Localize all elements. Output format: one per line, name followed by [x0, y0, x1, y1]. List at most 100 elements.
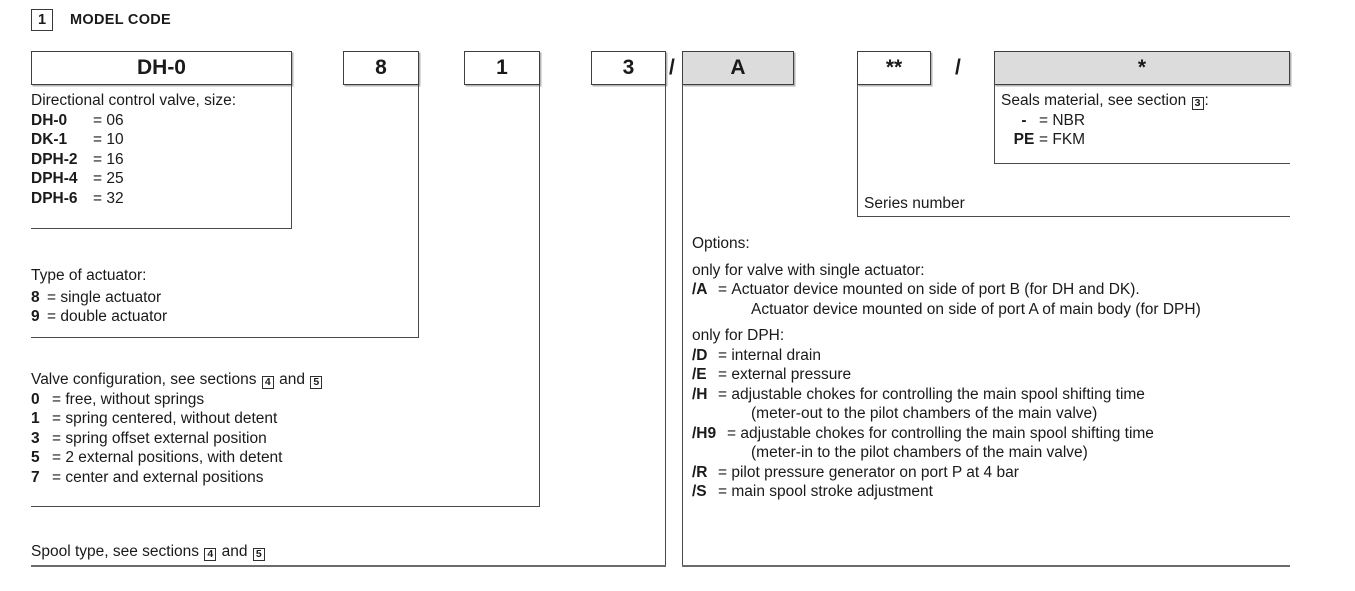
- code-box-spool-type[interactable]: 3: [591, 51, 666, 85]
- code-box-valve-configuration[interactable]: 1: [464, 51, 540, 85]
- valve-size-value: 32: [106, 189, 124, 207]
- options-value: main spool stroke adjustment: [731, 483, 933, 500]
- code-box-series-number[interactable]: **: [857, 51, 931, 85]
- underline-valve-size: [31, 228, 292, 230]
- connector-line-options: [682, 85, 684, 565]
- equals-sign: =: [1039, 131, 1053, 148]
- code-box-options[interactable]: A: [682, 51, 794, 85]
- equals-sign: =: [52, 468, 66, 486]
- seals-material-key: -: [1021, 111, 1027, 129]
- actuator-type-key: 9: [31, 308, 40, 325]
- valve-size-heading: Directional control valve, size:: [31, 92, 237, 109]
- valve-size-row: DPH-4 = 25: [31, 169, 236, 189]
- connector-line-model-prefix: [291, 85, 293, 228]
- actuator-type-row: 9 = double actuator: [31, 307, 167, 327]
- section-ref-4-icon: 4: [204, 547, 217, 561]
- section-ref-3-icon: 3: [1191, 96, 1204, 110]
- section-ref-4-icon: 4: [261, 375, 274, 389]
- valve-size-row: DPH-6 = 32: [31, 189, 236, 209]
- actuator-type-heading: Type of actuator:: [31, 267, 147, 284]
- seals-material-block: Seals material, see section 3: - = NBR P…: [1001, 91, 1209, 150]
- underline-options: [682, 565, 1290, 567]
- valve-size-key: DPH-6: [31, 189, 78, 207]
- valve-configuration-row: 0 = free, without springs: [31, 390, 323, 410]
- underline-spool-type: [31, 565, 666, 567]
- equals-sign: =: [52, 390, 66, 408]
- seals-material-value: FKM: [1052, 131, 1086, 148]
- seals-material-heading: Seals material, see section 3:: [1001, 91, 1209, 111]
- code-box-model-prefix[interactable]: DH-0: [31, 51, 292, 85]
- options-value: external pressure: [731, 366, 852, 383]
- equals-sign: =: [93, 111, 107, 129]
- valve-configuration-block: Valve configuration, see sections 4 and …: [31, 370, 323, 487]
- options-value: pilot pressure generator on port P at 4 …: [731, 463, 1019, 481]
- options-single-actuator-heading: only for valve with single actuator:: [692, 261, 925, 279]
- underline-seals-material: [994, 163, 1290, 165]
- options-row: /H9 = adjustable chokes for controlling …: [692, 424, 1201, 444]
- spool-type-heading-pre: Spool type, see sections: [31, 543, 200, 560]
- valve-size-key: DPH-4: [31, 170, 78, 187]
- spool-type-heading-mid: and: [221, 543, 248, 560]
- valve-size-value: 10: [106, 131, 124, 148]
- underline-series-number: [857, 216, 1290, 218]
- seals-material-row: PE = FKM: [1001, 130, 1209, 150]
- valve-size-key: DK-1: [31, 131, 68, 148]
- valve-configuration-value: 2 external positions, with detent: [65, 449, 283, 466]
- actuator-type-block: Type of actuator: 8 = single actuator 9 …: [31, 266, 167, 327]
- options-key: /S: [692, 483, 707, 500]
- connector-line-series-number: [857, 85, 859, 216]
- options-value: internal drain: [731, 346, 821, 364]
- valve-size-value: 16: [106, 150, 124, 168]
- connector-line-valve-configuration: [539, 85, 541, 506]
- options-row: /S = main spool stroke adjustment: [692, 482, 1201, 502]
- options-key: /E: [692, 366, 707, 383]
- equals-sign: =: [718, 346, 732, 364]
- options-key: /R: [692, 463, 708, 481]
- connector-line-seals-material: [994, 85, 996, 163]
- options-value: Actuator device mounted on side of port …: [731, 281, 1140, 298]
- code-box-actuator-type[interactable]: 8: [343, 51, 419, 85]
- valve-size-key: DPH-2: [31, 150, 78, 168]
- equals-sign: =: [52, 449, 66, 466]
- equals-sign: =: [93, 131, 107, 148]
- options-row: /E = external pressure: [692, 365, 1201, 385]
- valve-size-row: DK-1 = 10: [31, 130, 236, 150]
- connector-line-spool-type: [665, 85, 667, 565]
- valve-size-block: Directional control valve, size: DH-0 = …: [31, 91, 236, 208]
- valve-configuration-heading: Valve configuration, see sections 4 and …: [31, 370, 323, 390]
- options-key: /H: [692, 385, 708, 403]
- seals-material-value: NBR: [1052, 111, 1086, 129]
- valve-size-value: 25: [106, 170, 124, 187]
- series-number-label: Series number: [864, 195, 965, 212]
- valve-configuration-key: 5: [31, 449, 40, 466]
- options-block: Options: only for valve with single actu…: [692, 234, 1201, 502]
- valve-configuration-key: 3: [31, 429, 40, 447]
- actuator-type-key: 8: [31, 288, 40, 306]
- actuator-type-value: double actuator: [60, 308, 168, 325]
- options-row: /R = pilot pressure generator on port P …: [692, 463, 1201, 483]
- section-ref-5-icon: 5: [310, 375, 323, 389]
- equals-sign: =: [52, 429, 66, 447]
- valve-configuration-row: 7 = center and external positions: [31, 468, 323, 488]
- connector-line-actuator-type: [418, 85, 420, 337]
- equals-sign: =: [727, 424, 741, 442]
- options-value-continuation: (meter-in to the pilot chambers of the m…: [751, 444, 1088, 461]
- options-key: /A: [692, 281, 708, 298]
- page-title: MODEL CODE: [70, 12, 172, 28]
- code-box-seals-material[interactable]: *: [994, 51, 1290, 85]
- valve-configuration-value: center and external positions: [65, 468, 264, 486]
- equals-sign: =: [718, 463, 732, 481]
- options-row: /A = Actuator device mounted on side of …: [692, 280, 1201, 300]
- valve-configuration-row: 3 = spring offset external position: [31, 429, 323, 449]
- code-separator-slash-2: /: [955, 56, 961, 79]
- equals-sign: =: [47, 288, 61, 306]
- equals-sign: =: [718, 385, 732, 403]
- options-value: adjustable chokes for controlling the ma…: [740, 424, 1154, 442]
- options-value-continuation: (meter-out to the pilot chambers of the …: [751, 405, 1098, 422]
- options-dph-heading: only for DPH:: [692, 327, 785, 344]
- seals-material-key: PE: [1013, 131, 1035, 148]
- equals-sign: =: [718, 366, 732, 383]
- valve-configuration-heading-pre: Valve configuration, see sections: [31, 371, 257, 388]
- options-row: /D = internal drain: [692, 346, 1201, 366]
- valve-size-key: DH-0: [31, 111, 68, 129]
